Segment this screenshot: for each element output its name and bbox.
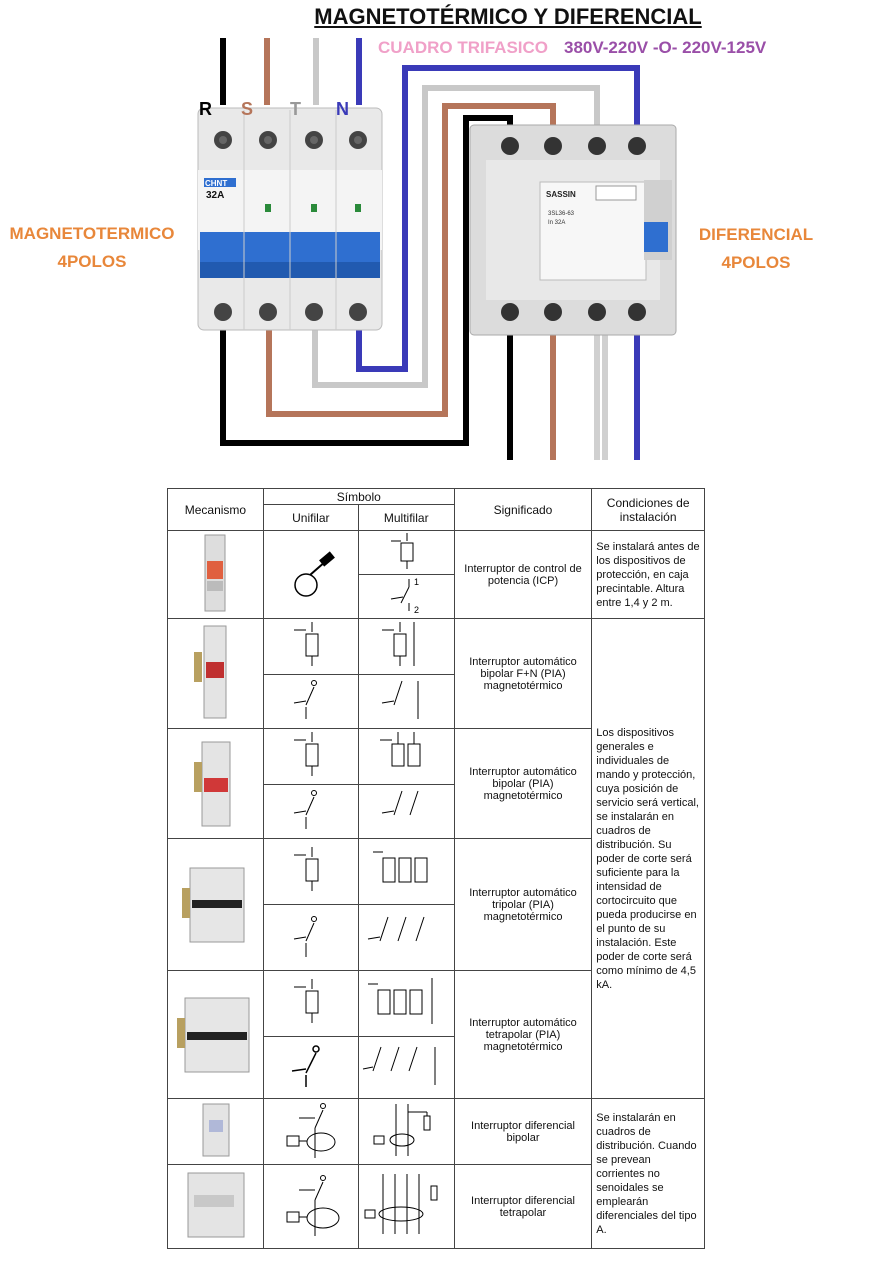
symbol-multifilar-pia-bipolar-top xyxy=(357,728,455,785)
symbol-multifilar-pia-tetrapolar-bottom xyxy=(357,1036,455,1099)
header-simbolo: Símbolo xyxy=(262,488,455,505)
device-photo-pia-fn xyxy=(167,618,264,729)
subtitle-voltage: 380V-220V -O- 220V-125V xyxy=(564,38,767,57)
rcd-rating: In 32A xyxy=(548,220,565,226)
breaker-label-line2: 4POLOS xyxy=(57,252,127,271)
header-unifilar: Unifilar xyxy=(262,504,359,531)
symbol-multifilar-pia-tripolar-top xyxy=(357,838,455,905)
page-title: MAGNETOTÉRMICO Y DIFERENCIAL xyxy=(314,4,702,29)
rcd-device: SASSIN 3SL36-63 In 32A xyxy=(469,124,677,336)
device-photo-pia-tripolar xyxy=(167,838,264,971)
rcd-label-line1: DIFERENCIAL xyxy=(698,225,814,244)
symbol-multifilar-pia-tetrapolar-top xyxy=(357,970,455,1037)
phase-label-n: N xyxy=(336,99,349,119)
meaning-row-4: Interruptor automático tripolar (PIA) ma… xyxy=(453,838,593,971)
symbol-unifilar-pia-bipolar-top xyxy=(262,728,359,785)
symbol-unifilar-pia-tetrapolar-top xyxy=(262,970,359,1037)
meaning-row-5: Interruptor automático tetrapolar (PIA) … xyxy=(453,970,593,1099)
symbol-unifilar-pia-tripolar-bottom xyxy=(262,904,359,971)
symbol-unifilar-icp xyxy=(262,530,359,619)
device-photo-pia-bipolar xyxy=(167,728,264,839)
condition-pia: Los dispositivos generales e individuale… xyxy=(591,618,705,1099)
symbol-multifilar-rcd-bipolar xyxy=(357,1098,455,1165)
header-multifilar: Multifilar xyxy=(357,504,455,531)
meaning-row-1: Interruptor de control de potencia (ICP) xyxy=(453,530,593,619)
symbol-multifilar-pia-fn-top xyxy=(357,618,455,675)
header-condiciones: Condiciones de instalación xyxy=(591,488,705,531)
breaker-label: MAGNETOTERMICO 4POLOS xyxy=(2,220,182,276)
phase-label-s: S xyxy=(241,99,253,119)
device-photo-icp xyxy=(167,530,264,619)
phase-label-t: T xyxy=(290,99,301,119)
device-photo-rcd-bipolar xyxy=(167,1098,264,1165)
wire-t-link xyxy=(312,85,600,388)
device-photo-pia-tetrapolar xyxy=(167,970,264,1099)
condition-rcd: Se instalarán en cuadros de distribución… xyxy=(591,1098,705,1249)
condition-icp: Se instalará antes de los dispositivos d… xyxy=(591,530,705,619)
rcd-label: DIFERENCIAL 4POLOS xyxy=(676,221,836,277)
breaker-label-line1: MAGNETOTERMICO xyxy=(9,224,175,243)
symbol-unifilar-rcd-bipolar xyxy=(262,1098,359,1165)
phase-label-r: R xyxy=(199,99,212,119)
device-photo-rcd-tetrapolar xyxy=(167,1164,264,1249)
symbol-unifilar-pia-tetrapolar-bottom xyxy=(262,1036,359,1099)
symbol-unifilar-pia-fn-top xyxy=(262,618,359,675)
subtitle-cuadro: CUADRO TRIFASICO xyxy=(378,38,548,57)
rcd-brand: SASSIN xyxy=(546,190,576,199)
rcd-model: 3SL36-63 xyxy=(548,211,575,217)
symbol-multifilar-pia-tripolar-bottom xyxy=(357,904,455,971)
symbol-multifilar-pia-fn-bottom xyxy=(357,674,455,729)
svg-text:2: 2 xyxy=(414,605,419,615)
meaning-row-6: Interruptor diferencial bipolar xyxy=(453,1098,593,1165)
wire-s-link xyxy=(266,103,556,417)
symbol-multifilar-pia-bipolar-bottom xyxy=(357,784,455,839)
symbol-unifilar-pia-fn-bottom xyxy=(262,674,359,729)
svg-text:1: 1 xyxy=(414,577,419,587)
symbol-unifilar-pia-tripolar-top xyxy=(262,838,359,905)
meaning-row-7: Interruptor diferencial tetrapolar xyxy=(453,1164,593,1249)
meaning-row-3: Interruptor automático bipolar (PIA) mag… xyxy=(453,728,593,839)
wiring-diagram: CHNT 32A SASSIN 3SL36-63 In 32A R S T N xyxy=(197,38,677,460)
symbol-unifilar-pia-bipolar-bottom xyxy=(262,784,359,839)
rcd-label-line2: 4POLOS xyxy=(721,253,791,272)
wire-n-link xyxy=(356,65,640,372)
symbol-unifilar-rcd-tetrapolar xyxy=(262,1164,359,1249)
symbol-multifilar-icp-top xyxy=(357,530,455,575)
wire-r-link xyxy=(220,115,513,446)
breaker-brand: CHNT xyxy=(205,179,227,188)
breaker-rating: 32A xyxy=(206,190,224,201)
symbol-multifilar-rcd-tetrapolar xyxy=(357,1164,455,1249)
symbols-table: Mecanismo Símbolo Significado Condicione… xyxy=(167,488,705,1249)
meaning-row-2: Interruptor automático bipolar F+N (PIA)… xyxy=(453,618,593,729)
header-mecanismo: Mecanismo xyxy=(167,488,264,531)
header-significado: Significado xyxy=(453,488,593,531)
breaker-device: CHNT 32A xyxy=(197,107,383,331)
